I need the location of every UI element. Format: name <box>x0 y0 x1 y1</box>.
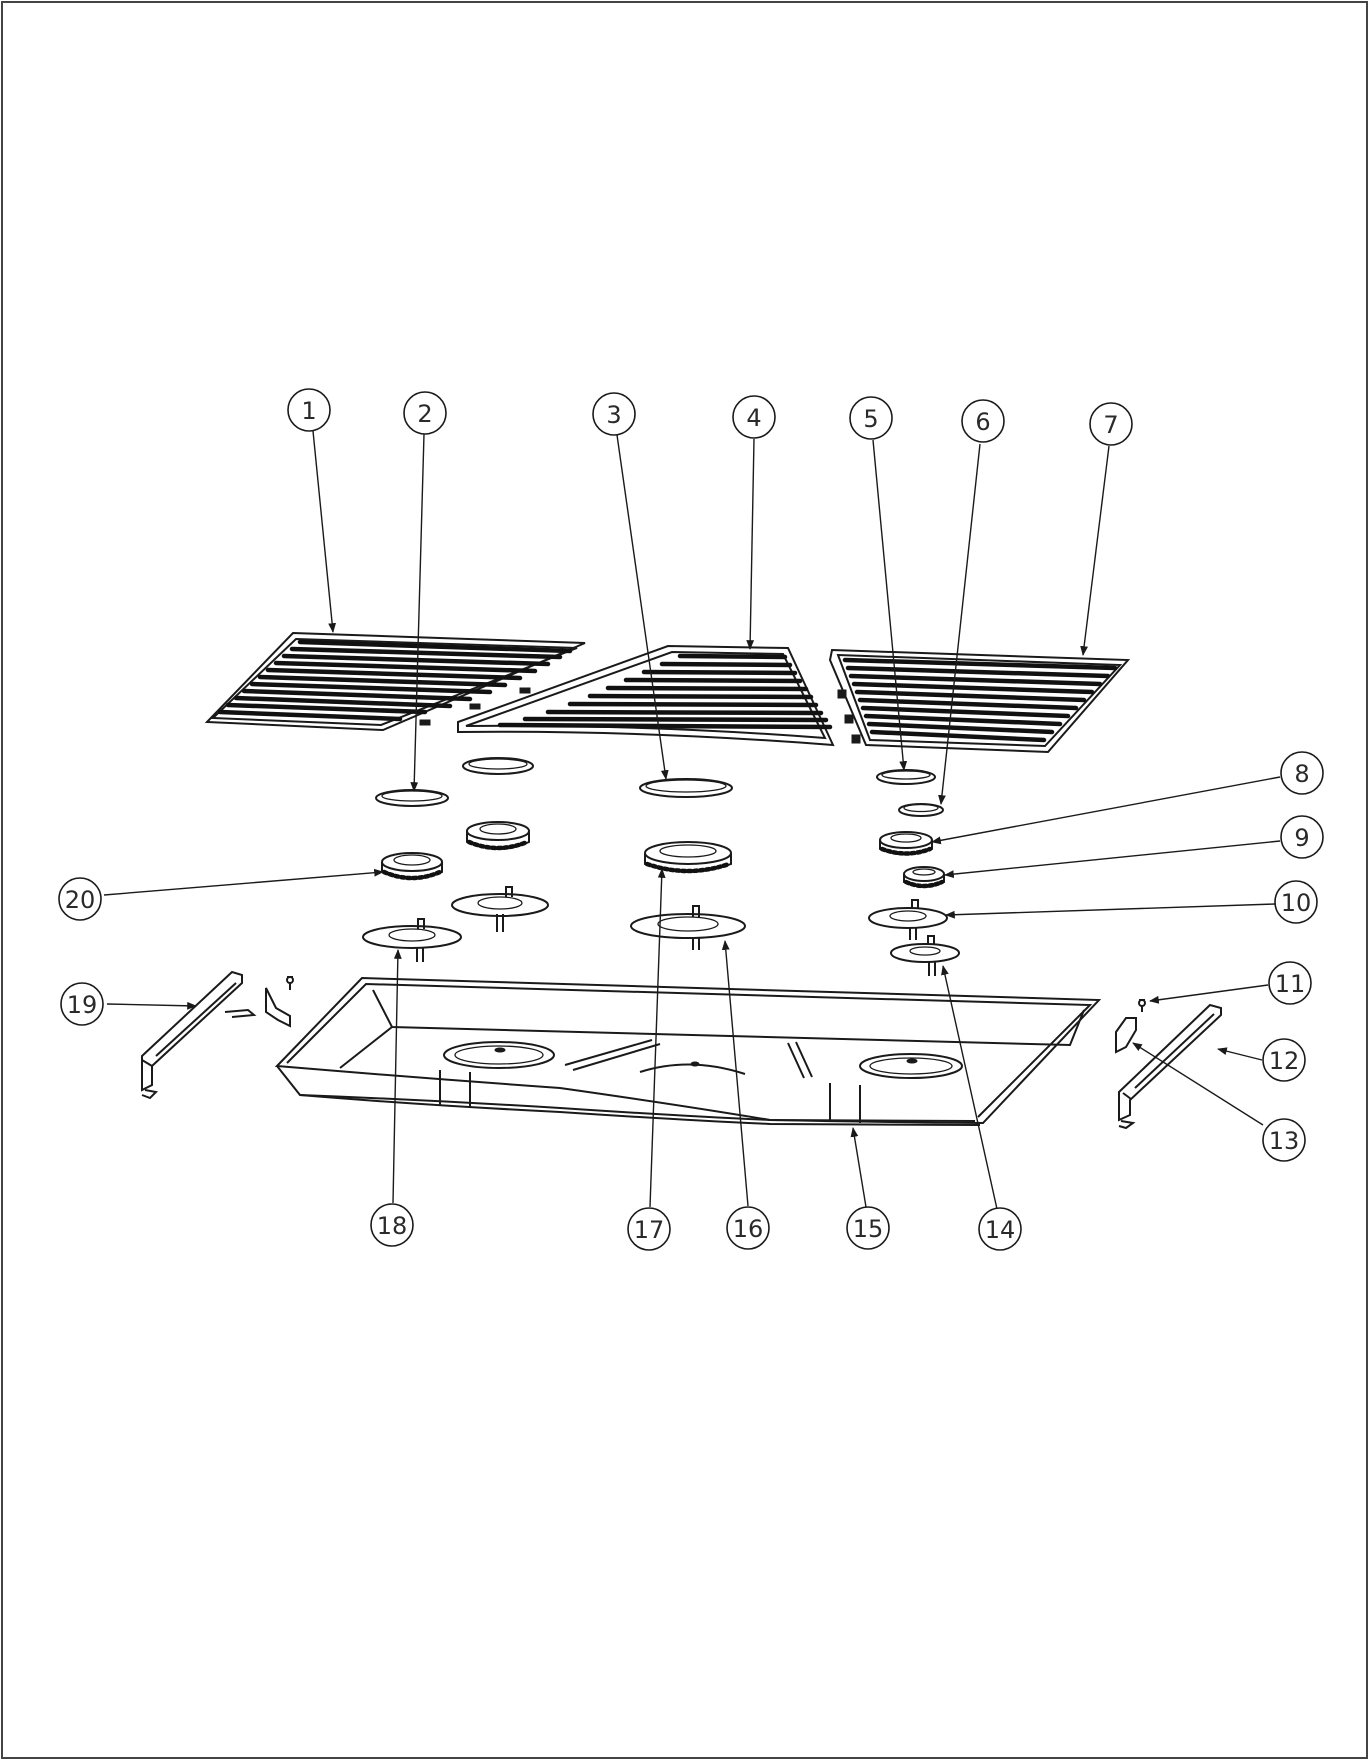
center-grate <box>457 644 835 747</box>
left-side-bracket <box>141 970 257 1100</box>
burner-cap-left-front <box>375 789 449 807</box>
callout-8: 8 <box>1280 751 1324 795</box>
callout-label: 3 <box>606 401 621 429</box>
callout-17: 17 <box>627 1207 671 1251</box>
callout-1: 1 <box>287 388 331 432</box>
callout-label: 1 <box>301 397 316 425</box>
burner-base-right-small <box>890 935 960 976</box>
right-side-bracket <box>1118 1003 1222 1130</box>
burner-cap-center <box>639 778 733 798</box>
callout-label: 16 <box>733 1215 764 1243</box>
burner-cap-right-small <box>898 803 944 817</box>
callout-9: 9 <box>1280 815 1324 859</box>
callout-label: 5 <box>863 405 878 433</box>
callout-18: 18 <box>370 1203 414 1247</box>
callout-label: 9 <box>1294 824 1309 852</box>
burner-cap-right-large <box>876 769 936 785</box>
callout-label: 14 <box>985 1216 1016 1244</box>
burner-cap-left-rear <box>462 757 534 775</box>
burner-head-left-rear <box>466 821 530 851</box>
burner-base-right-large <box>868 899 948 940</box>
burner-head-right-small <box>903 866 945 889</box>
burner-head-left-front <box>381 852 443 881</box>
leader-lines <box>103 430 1281 1210</box>
burner-base-left-rear <box>451 886 549 932</box>
callout-3: 3 <box>592 392 636 436</box>
callout-label: 8 <box>1294 760 1309 788</box>
callout-16: 16 <box>726 1206 770 1250</box>
burner-head-center <box>644 841 732 874</box>
cooktop-tray <box>274 976 1102 1126</box>
callout-label: 11 <box>1275 970 1306 998</box>
callout-label: 2 <box>417 400 432 428</box>
callout-6: 6 <box>961 399 1005 443</box>
right-mounting-clip <box>1115 999 1146 1054</box>
burner-base-center <box>630 905 746 950</box>
callout-19: 19 <box>60 982 104 1026</box>
callout-5: 5 <box>849 396 893 440</box>
callout-12: 12 <box>1262 1038 1306 1082</box>
callout-7: 7 <box>1089 402 1133 446</box>
callout-label: 18 <box>377 1212 408 1240</box>
callout-13: 13 <box>1262 1118 1306 1162</box>
callout-label: 20 <box>65 886 96 914</box>
callout-label: 12 <box>1269 1047 1300 1075</box>
burner-head-right-large <box>879 831 933 856</box>
callout-20: 20 <box>58 877 102 921</box>
callout-11: 11 <box>1268 961 1312 1005</box>
callout-label: 15 <box>853 1215 884 1243</box>
callout-label: 6 <box>975 408 990 436</box>
callout-4: 4 <box>732 395 776 439</box>
callout-label: 10 <box>1281 889 1312 917</box>
callout-10: 10 <box>1274 880 1318 924</box>
left-mounting-clip <box>265 976 294 1028</box>
right-grate <box>828 648 1131 754</box>
burner-base-left-front <box>362 918 462 962</box>
callout-label: 19 <box>67 991 98 1019</box>
callout-2: 2 <box>403 391 447 435</box>
callout-label: 7 <box>1103 411 1118 439</box>
callout-label: 4 <box>746 404 761 432</box>
callout-label: 17 <box>634 1216 665 1244</box>
left-grate <box>204 631 586 732</box>
callout-14: 14 <box>978 1207 1022 1251</box>
callout-label: 13 <box>1269 1127 1300 1155</box>
callout-15: 15 <box>846 1206 890 1250</box>
